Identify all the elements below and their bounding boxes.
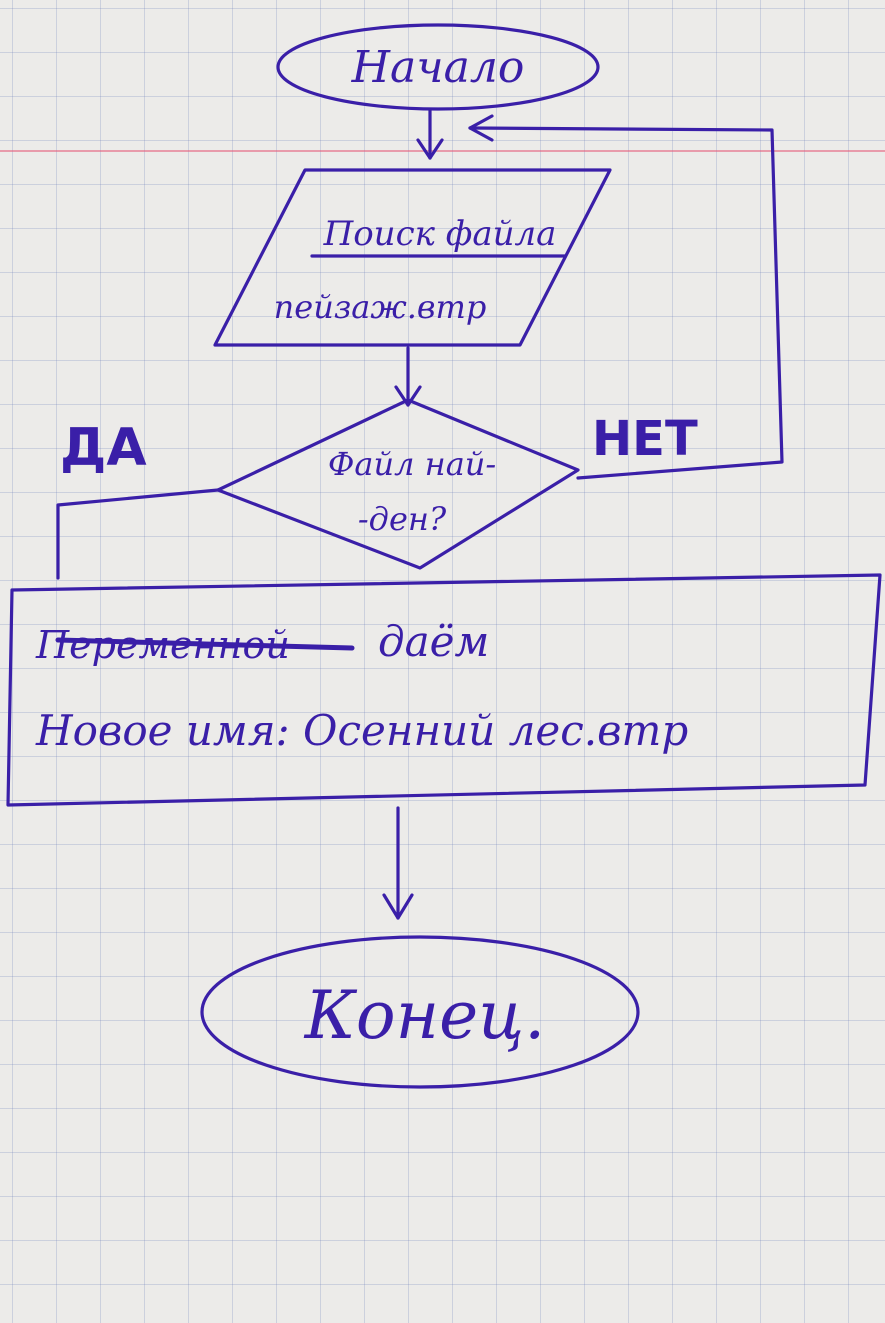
- process-line-1: даём: [378, 617, 489, 666]
- arrow-head: [394, 385, 422, 407]
- no-loop-connector: [468, 114, 784, 480]
- input-parallelogram: [213, 168, 612, 347]
- start-oval: [276, 23, 600, 111]
- loop-line: [468, 126, 784, 480]
- arrow-input-to-decision: [394, 346, 422, 407]
- arrow-start-to-input: [416, 108, 444, 160]
- yes-connector: [56, 488, 220, 580]
- end-label: Конец.: [303, 977, 545, 1054]
- process-rect: [6, 573, 882, 807]
- strikethrough-mark: [55, 637, 355, 651]
- decision-diamond: [216, 398, 580, 570]
- input-line-2: пейзаж.втр: [274, 288, 487, 326]
- decision-line-2: -ден?: [358, 500, 447, 538]
- arrow-process-to-end: [382, 806, 414, 920]
- start-terminator: Начало: [276, 23, 600, 111]
- input-block: Поиск файла пейзаж.втр: [213, 168, 612, 347]
- process-block: Переменной даём Новое имя: Осенний лес.в…: [6, 573, 882, 807]
- end-oval: [200, 935, 640, 1089]
- decision-line-1: Файл най-: [328, 445, 496, 483]
- arrow-head: [416, 138, 444, 160]
- yes-line: [56, 488, 220, 580]
- start-label: Начало: [351, 42, 525, 93]
- loop-arrow-head: [468, 114, 494, 142]
- end-terminator: Конец.: [200, 935, 640, 1089]
- decision-block: Файл най- -ден?: [216, 398, 580, 570]
- notebook-margin-line: [0, 150, 885, 152]
- yes-label: ДА: [60, 418, 147, 478]
- no-label: НЕТ: [592, 411, 698, 467]
- input-line-1: Поиск файла: [323, 214, 557, 254]
- arrow-head: [382, 893, 414, 920]
- process-line-2: Новое имя: Осенний лес.втр: [35, 706, 688, 755]
